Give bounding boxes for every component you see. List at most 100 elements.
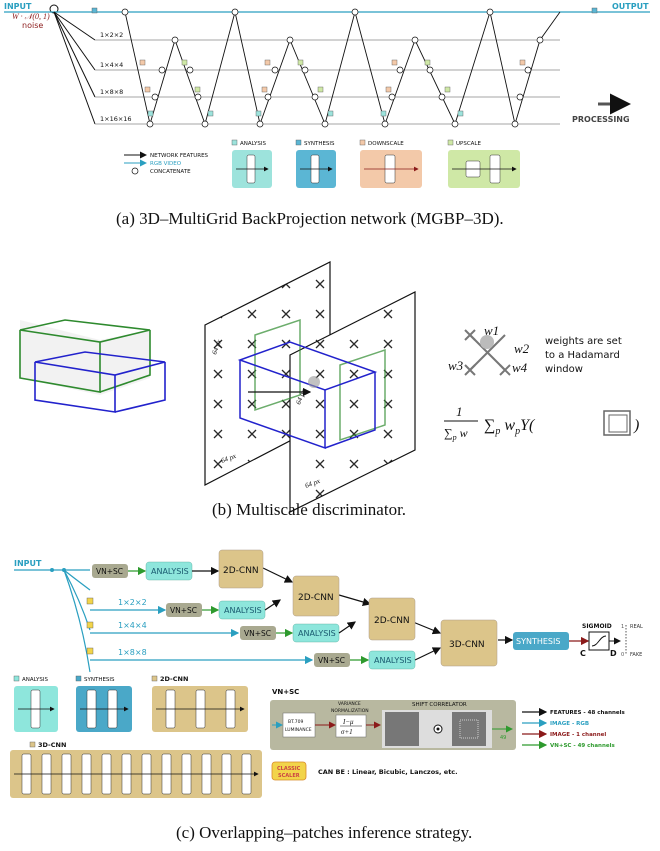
analysis-block-0: ANALYSIS xyxy=(145,561,193,581)
caption-c: (c) Overlapping–patches inference strate… xyxy=(176,823,472,842)
legend-concatenate: CONCATENATE xyxy=(150,169,191,175)
cnn2d-block-1: 2D-CNN xyxy=(292,575,340,617)
legend-features: FEATURES - 48 channels xyxy=(550,710,626,716)
module-synthesis: SYNTHESIS xyxy=(295,139,336,188)
scale-label-4: 1×16×16 xyxy=(100,115,132,123)
svg-text:1: 1 xyxy=(456,404,463,419)
module-upscale: UPSCALE xyxy=(447,139,520,188)
synthesis-block: SYNTHESIS xyxy=(513,632,569,650)
svg-text:1: 1 xyxy=(621,624,624,630)
weight-w1: w1 xyxy=(484,323,499,338)
legend-synthesis: SYNTHESIS xyxy=(75,675,132,732)
svg-text:VN+SC: VN+SC xyxy=(244,629,271,638)
svg-text:SCALER: SCALER xyxy=(278,773,300,779)
vnsc-block-1: VN+SC xyxy=(166,603,202,617)
weights-text-2: to a Hadamard xyxy=(545,350,620,361)
input-label: INPUT xyxy=(4,2,32,11)
weight-w4: w4 xyxy=(512,360,528,375)
sigmoid-d: D xyxy=(610,649,617,658)
noise-formula: W · 𝒩(0, 1) xyxy=(12,12,50,21)
legend-analysis: ANALYSIS xyxy=(13,675,58,732)
weight-window-diagram xyxy=(464,329,511,376)
panel-b: 64 px 64 px 64 px 64 px w1 w2 w3 w4 weig… xyxy=(19,261,639,519)
processing-label: PROCESSING xyxy=(572,115,630,124)
legend-image-1ch: IMAGE - 1 channel xyxy=(550,732,606,738)
svg-text:LUMINANCE: LUMINANCE xyxy=(285,727,312,733)
vnsc-detail: BT.709 LUMINANCE VARIANCE NORMALIZATION … xyxy=(270,700,516,750)
svg-text:NORMALIZATION: NORMALIZATION xyxy=(331,708,369,714)
c-scale-3: 1×8×8 xyxy=(118,648,147,657)
svg-text:UPSCALE: UPSCALE xyxy=(456,141,482,147)
module-analysis: ANALYSIS xyxy=(231,139,272,188)
svg-text:BT.709: BT.709 xyxy=(288,719,303,725)
svg-text:0: 0 xyxy=(621,652,624,658)
scale-label-2: 1×4×4 xyxy=(100,61,123,69)
module-downscale: DOWNSCALE xyxy=(359,139,422,188)
legend-network-features: NETWORK FEATURES xyxy=(150,153,209,159)
svg-text:VN+SC: VN+SC xyxy=(96,567,123,576)
analysis-block-2: ANALYSIS xyxy=(292,623,340,643)
classic-scaler-badge: CLASSIC SCALER xyxy=(271,761,307,781)
weight-w2: w2 xyxy=(514,341,530,356)
svg-text:ANALYSIS: ANALYSIS xyxy=(298,629,336,638)
sigmoid-c: C xyxy=(580,649,586,658)
analysis-block-3: ANALYSIS xyxy=(368,650,416,670)
vnsc-detail-title: VN+SC xyxy=(272,688,299,696)
sigmoid-label: SIGMOID xyxy=(582,623,612,630)
c-scale-2: 1×4×4 xyxy=(118,621,147,630)
output-label: OUTPUT xyxy=(612,2,649,11)
svg-text:VN+SC: VN+SC xyxy=(170,606,197,615)
weighted-sum-formula: 1 ∑p w ∑p wpY( ) xyxy=(444,404,639,442)
svg-text:SYNTHESIS: SYNTHESIS xyxy=(84,677,115,683)
svg-text:VN+SC: VN+SC xyxy=(318,656,345,665)
scale-label-3: 1×8×8 xyxy=(100,88,123,96)
scale-label-1: 1×2×2 xyxy=(100,31,123,39)
svg-text:2D-CNN: 2D-CNN xyxy=(374,616,410,626)
svg-text:3D-CNN: 3D-CNN xyxy=(449,640,485,650)
caption-b: (b) Multiscale discriminator. xyxy=(212,500,406,519)
caption-a: (a) 3D–MultiGrid BackProjection network … xyxy=(116,209,504,228)
analysis-block-1: ANALYSIS xyxy=(218,600,266,620)
c-scale-1: 1×2×2 xyxy=(118,598,147,607)
svg-text:∑p w: ∑p w xyxy=(444,426,468,442)
svg-text:ANALYSIS: ANALYSIS xyxy=(22,677,48,683)
weights-text-3: window xyxy=(545,364,583,375)
cnn2d-block-0: 2D-CNN xyxy=(218,549,264,589)
svg-text:REAL: REAL xyxy=(630,624,643,630)
svg-text:CLASSIC: CLASSIC xyxy=(277,766,301,772)
svg-text:49: 49 xyxy=(500,735,506,741)
svg-text:I−μ: I−μ xyxy=(342,718,354,726)
weights-text-1: weights are set xyxy=(545,336,622,347)
cnn2d-block-2: 2D-CNN xyxy=(368,597,416,641)
noise-label: noise xyxy=(22,21,43,30)
legend-vnsc: VN+SC - 49 channels xyxy=(550,743,615,749)
real-fake-scale: 1 0 REAL FAKE xyxy=(621,624,643,658)
c-input-label: INPUT xyxy=(14,559,42,568)
svg-text:ANALYSIS: ANALYSIS xyxy=(151,567,189,576)
svg-text:FAKE: FAKE xyxy=(630,652,642,658)
panel-c: INPUT 1×2×2 1×4×4 1×8×8 VN+SC VN+SC xyxy=(10,549,643,842)
svg-text:ANALYSIS: ANALYSIS xyxy=(240,141,266,147)
vnsc-block-3: VN+SC xyxy=(314,653,350,667)
svg-text:DOWNSCALE: DOWNSCALE xyxy=(368,141,404,147)
legend-image-rgb: IMAGE - RGB xyxy=(550,721,589,727)
legend-2d-cnn: 2D-CNN xyxy=(151,675,248,732)
vnsc-block-0: VN+SC xyxy=(92,564,128,578)
svg-text:∑p wpY(: ∑p wpY( xyxy=(484,417,536,437)
svg-text:σ+1: σ+1 xyxy=(341,728,353,736)
svg-text:VARIANCE: VARIANCE xyxy=(338,701,361,707)
frame-plane-2 xyxy=(289,291,416,513)
classic-scaler-note: CAN BE : Linear, Bicubic, Lanczos, etc. xyxy=(318,768,458,776)
legend-3d-cnn: 3D-CNN xyxy=(10,741,262,798)
cnn3d-block: 3D-CNN xyxy=(440,619,498,667)
svg-text:SYNTHESIS: SYNTHESIS xyxy=(516,637,560,646)
svg-text:2D-CNN: 2D-CNN xyxy=(160,675,188,683)
svg-text:SHIFT CORRELATOR: SHIFT CORRELATOR xyxy=(412,702,467,708)
legend-rgb-video: RGB VIDEO xyxy=(150,161,182,167)
svg-text:ANALYSIS: ANALYSIS xyxy=(374,656,412,665)
svg-text:2D-CNN: 2D-CNN xyxy=(223,566,259,576)
vnsc-block-2: VN+SC xyxy=(240,626,276,640)
video-volume-boxes xyxy=(19,319,166,413)
svg-text:2D-CNN: 2D-CNN xyxy=(298,593,334,603)
